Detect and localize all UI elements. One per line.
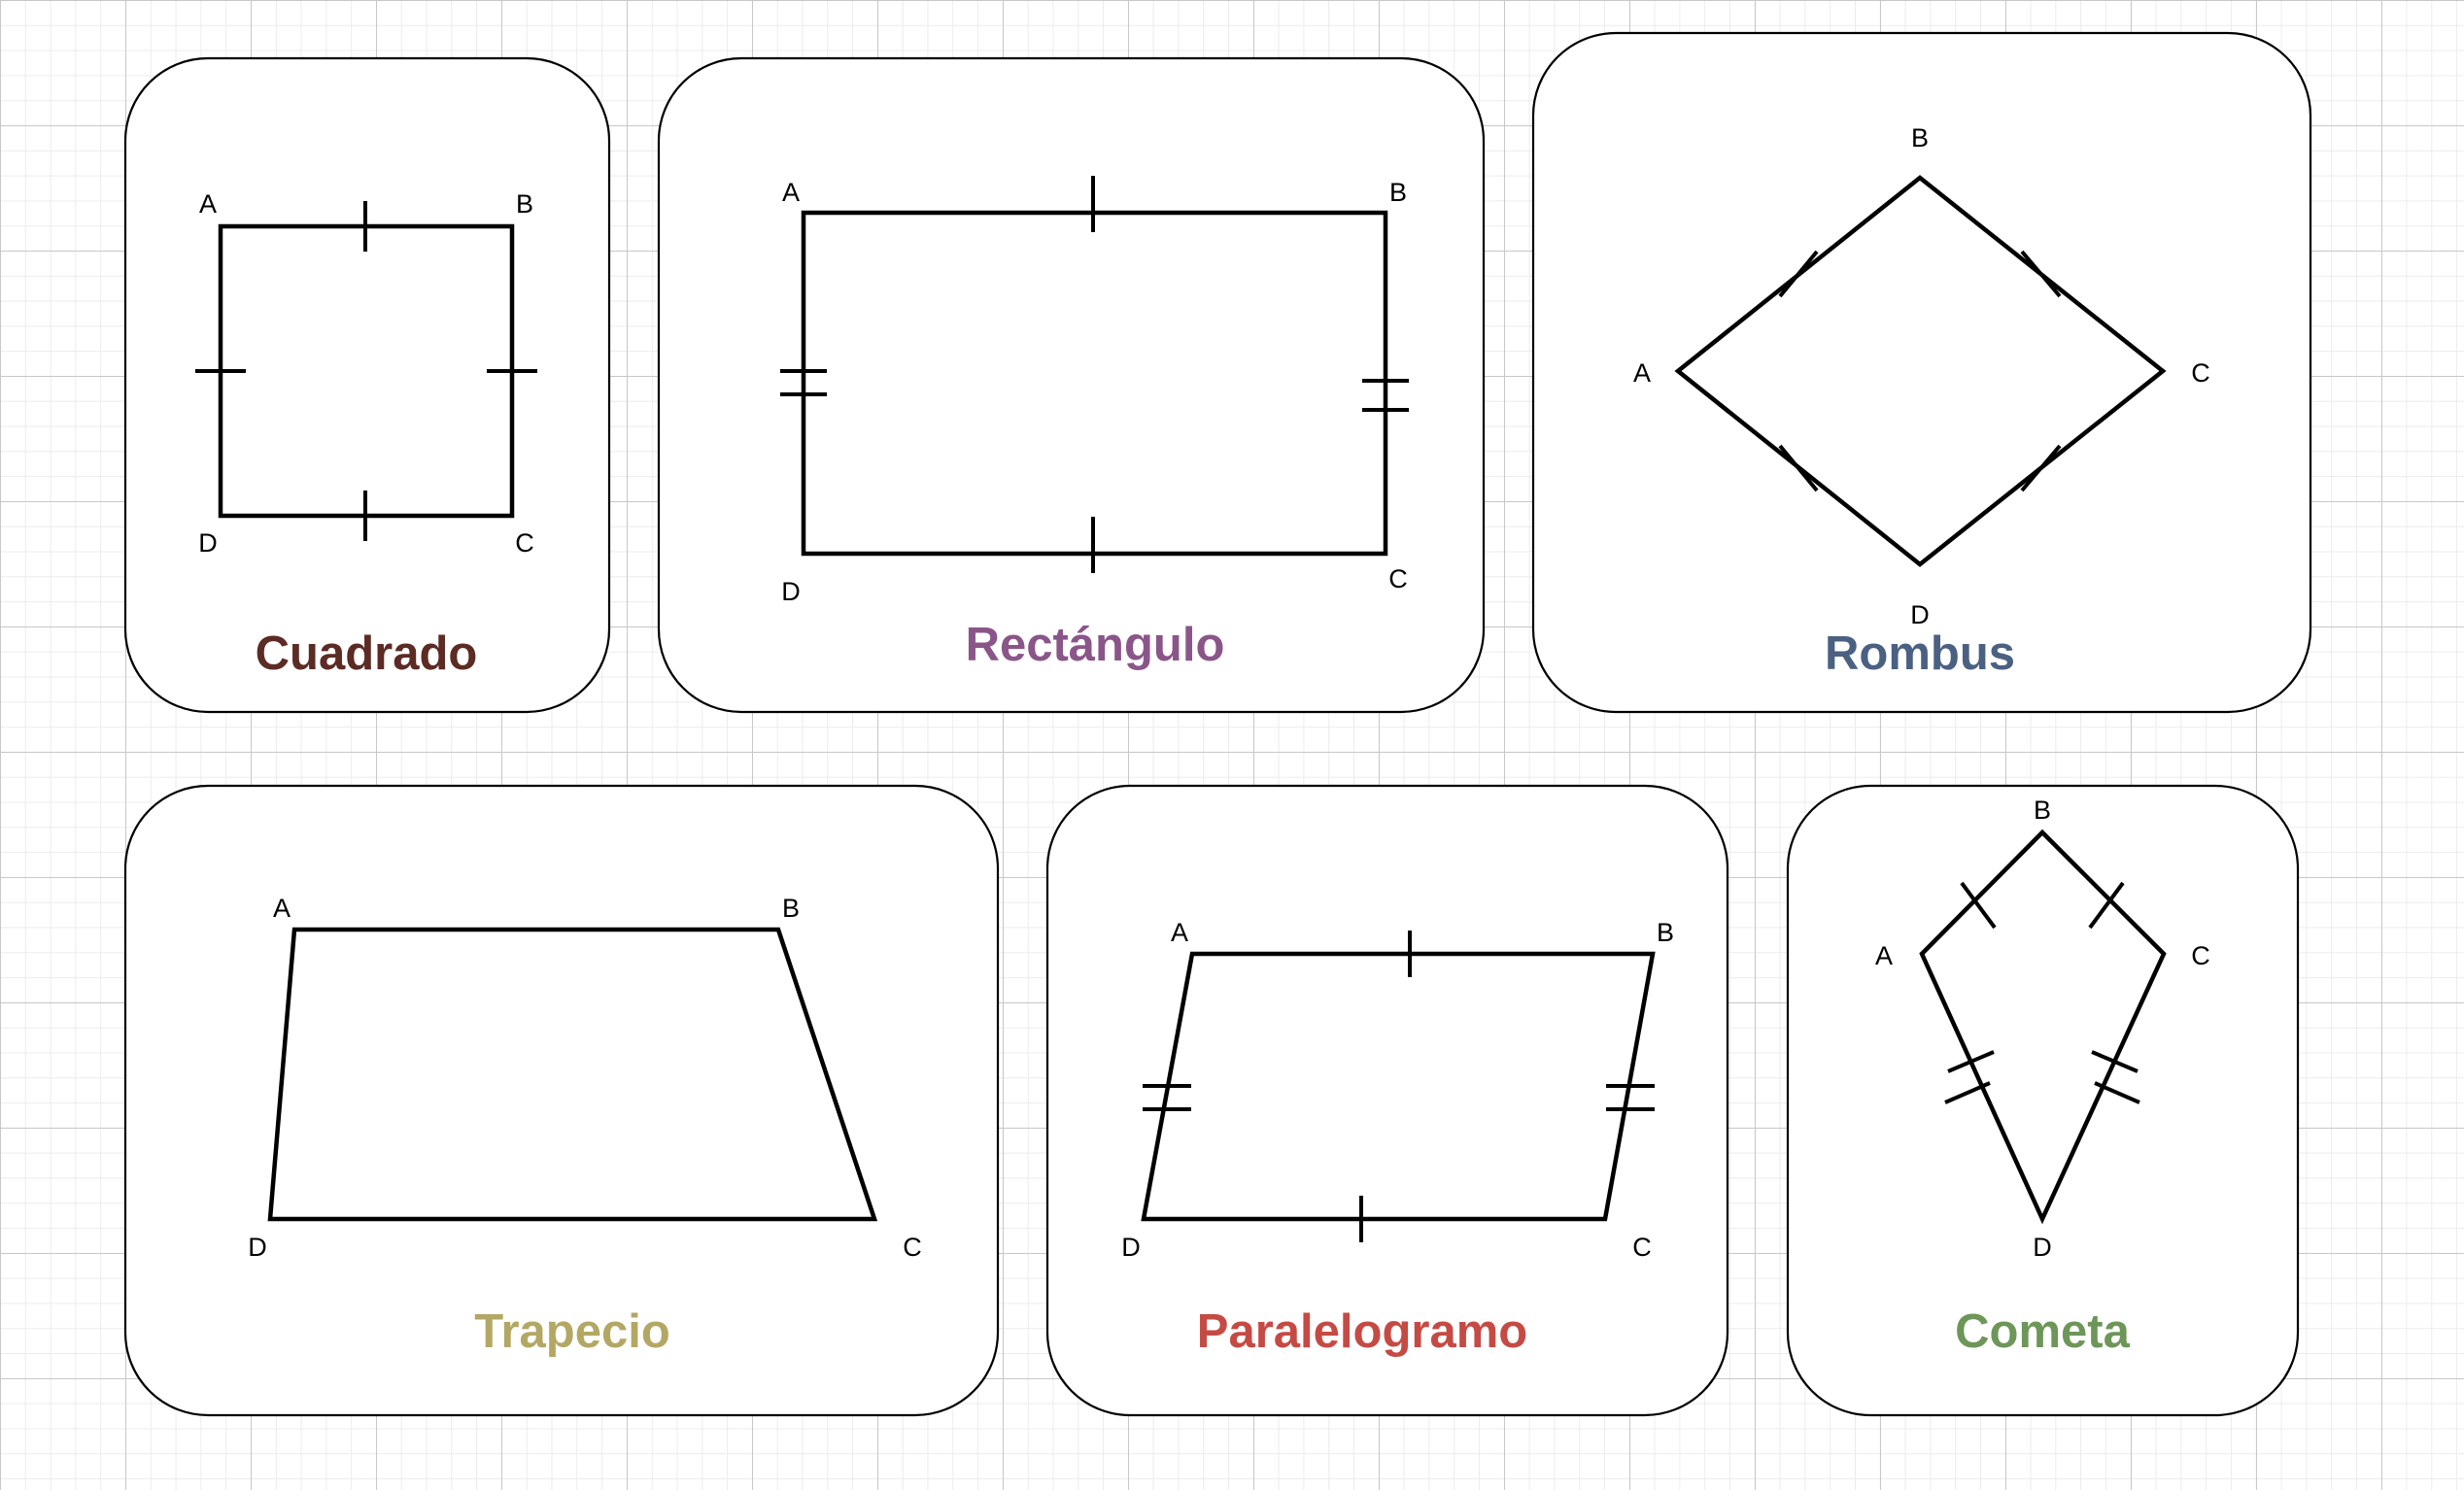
square-shape xyxy=(218,223,515,519)
vertex-label-b: B xyxy=(1389,178,1407,207)
vertex-label-a: A xyxy=(199,189,217,219)
vertex-label-d: D xyxy=(198,528,218,558)
vertex-label-b: B xyxy=(2034,796,2051,825)
rhombus-shape xyxy=(1674,175,2167,567)
card-frame xyxy=(123,56,611,714)
card-cuadrado: A B C D Cuadrado xyxy=(123,56,611,714)
shape-title: Rectángulo xyxy=(966,619,1225,671)
shape-title: Paralelogramo xyxy=(1197,1305,1527,1358)
vertex-label-d: D xyxy=(248,1233,267,1262)
equal-side-ticks xyxy=(1778,250,2062,492)
vertex-label-a: A xyxy=(273,894,291,923)
vertex-label-c: C xyxy=(1388,564,1408,593)
vertex-label-a: A xyxy=(1875,941,1893,970)
vertex-label-a: A xyxy=(782,178,800,207)
card-frame xyxy=(1045,784,1729,1417)
card-cometa: A B C D Cometa xyxy=(1786,784,2300,1417)
rectangle-shape xyxy=(801,210,1388,557)
equal-side-ticks xyxy=(1143,931,1655,1242)
card-frame xyxy=(123,784,1000,1417)
card-paralelogramo: A B C D Paralelogramo xyxy=(1045,784,1729,1417)
vertex-label-b: B xyxy=(1657,918,1674,947)
vertex-label-d: D xyxy=(1121,1233,1141,1262)
shape-title: Rombus xyxy=(1825,627,2015,680)
card-rectangulo: A B C D Rectángulo xyxy=(657,56,1486,714)
vertex-label-c: C xyxy=(515,528,534,558)
vertex-label-c: C xyxy=(903,1233,922,1262)
vertex-label-c: C xyxy=(2191,941,2210,970)
card-frame xyxy=(657,56,1486,714)
card-frame xyxy=(1531,31,2312,714)
parallelogram-shape xyxy=(1141,951,1656,1222)
vertex-label-c: C xyxy=(1632,1233,1652,1262)
shape-title: Trapecio xyxy=(474,1305,670,1358)
vertex-label-a: A xyxy=(1171,918,1188,947)
shape-title: Cometa xyxy=(1955,1305,2130,1358)
vertex-label-a: A xyxy=(1633,358,1651,388)
shape-title: Cuadrado xyxy=(256,627,478,680)
vertex-label-b: B xyxy=(1911,123,1929,152)
vertex-label-c: C xyxy=(2191,358,2210,388)
card-frame xyxy=(1786,784,2300,1417)
vertex-label-d: D xyxy=(2033,1233,2052,1262)
vertex-label-d: D xyxy=(781,577,801,606)
equal-side-ticks xyxy=(195,201,537,541)
trapezoid-shape xyxy=(267,927,878,1222)
vertex-label-b: B xyxy=(782,894,800,923)
vertex-label-b: B xyxy=(516,189,533,219)
vertex-label-d: D xyxy=(1910,600,1930,629)
kite-shape xyxy=(1919,829,2167,1225)
equal-side-ticks xyxy=(1944,881,2140,1104)
card-trapecio: A B C D Trapecio xyxy=(123,784,1000,1417)
equal-side-ticks xyxy=(780,176,1409,573)
card-rombus: A B C D Rombus xyxy=(1531,31,2312,714)
